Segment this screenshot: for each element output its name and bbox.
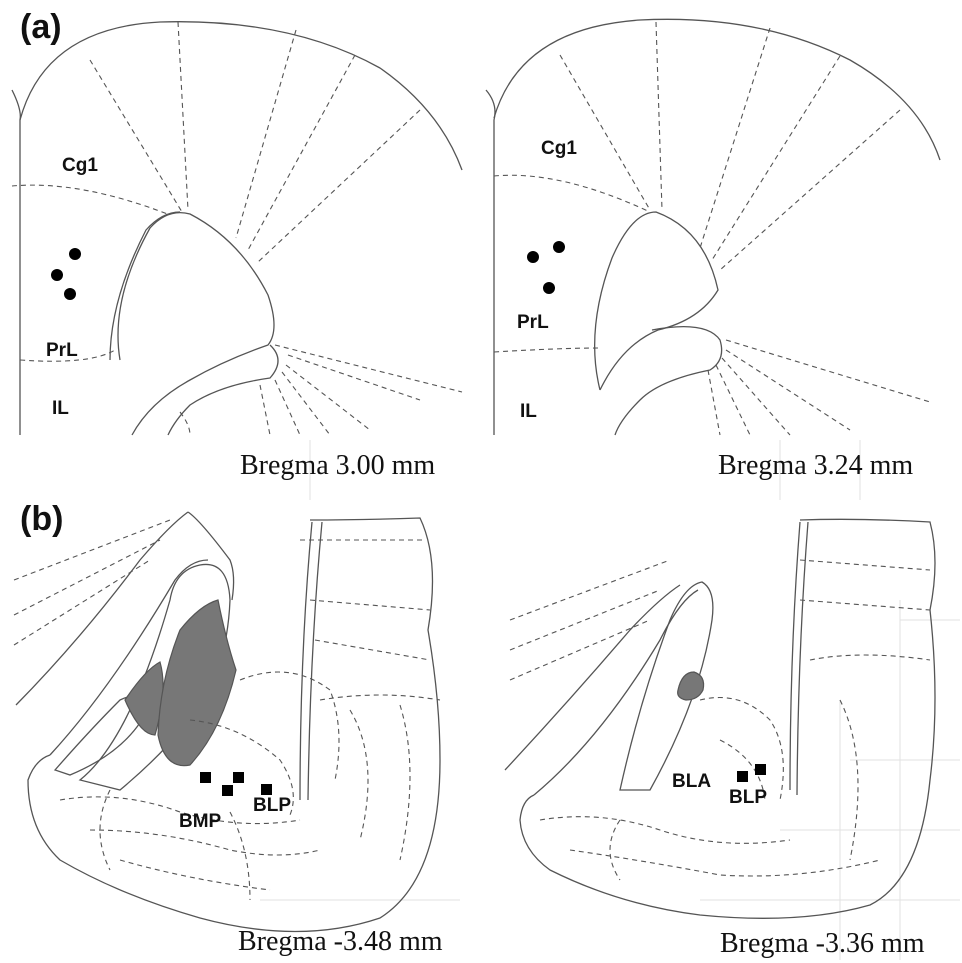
region-label-cg1: Cg1 xyxy=(541,138,577,160)
bregma-a-right: Bregma 3.24 mm xyxy=(718,450,913,482)
region-label-prl: PrL xyxy=(517,312,549,334)
panel-a-label: (a) xyxy=(20,8,62,47)
injection-site-marker xyxy=(261,784,272,795)
lesion-area xyxy=(158,600,236,766)
injection-site-marker xyxy=(755,764,766,775)
region-label-blp: BLP xyxy=(729,787,767,809)
bregma-b-left: Bregma -3.48 mm xyxy=(238,926,443,958)
background-grid xyxy=(260,440,960,960)
section-a-left xyxy=(12,22,462,435)
injection-site-marker xyxy=(64,288,76,300)
region-label-bmp: BMP xyxy=(179,811,221,833)
region-label-cg1: Cg1 xyxy=(62,155,98,177)
region-label-prl: PrL xyxy=(46,340,78,362)
lesion-area xyxy=(125,662,163,735)
lesion-area xyxy=(678,672,704,700)
region-label-blp: BLP xyxy=(253,795,291,817)
injection-site-marker xyxy=(527,251,539,263)
region-label-il: IL xyxy=(52,398,69,420)
panel-b-label: (b) xyxy=(20,500,63,539)
injection-site-marker xyxy=(200,772,211,783)
injection-site-marker xyxy=(737,771,748,782)
region-label-il: IL xyxy=(520,401,537,423)
section-b-right xyxy=(505,519,935,918)
injection-site-marker xyxy=(51,269,63,281)
bregma-b-right: Bregma -3.36 mm xyxy=(720,928,925,960)
injection-site-marker xyxy=(222,785,233,796)
region-label-bla: BLA xyxy=(672,771,711,793)
injection-site-marker xyxy=(233,772,244,783)
section-b-left xyxy=(14,512,440,932)
injection-site-marker xyxy=(543,282,555,294)
injection-site-marker xyxy=(553,241,565,253)
bregma-a-left: Bregma 3.00 mm xyxy=(240,450,435,482)
injection-site-marker xyxy=(69,248,81,260)
section-a-right xyxy=(486,19,940,435)
